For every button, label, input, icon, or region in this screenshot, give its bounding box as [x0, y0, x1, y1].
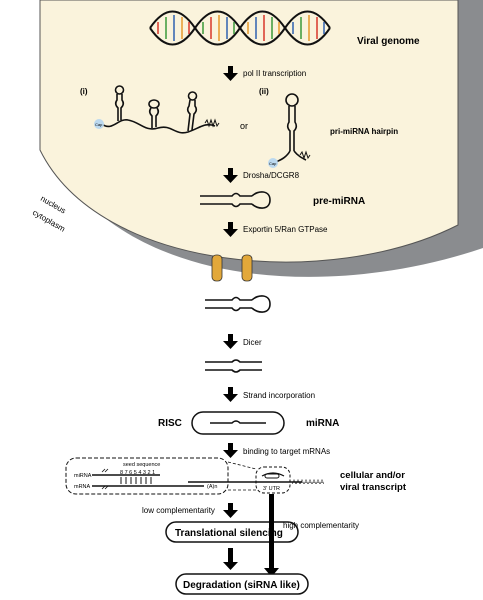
nuclear-pore-right — [241, 254, 253, 282]
risc-label: RISC — [158, 418, 182, 429]
pre-mirna-label: pre-miRNA — [313, 196, 365, 207]
arrow-down-icon — [223, 222, 238, 237]
arrow-down-icon — [223, 503, 238, 518]
pol2-transcription-label: pol II transcription — [243, 69, 306, 78]
seed-sequence-inset — [65, 457, 229, 495]
transcript-label-line1: cellular and/or — [340, 470, 405, 481]
pri-mirna-single-hairpin — [275, 93, 311, 163]
arrow-down-icon — [264, 568, 279, 577]
arrow-down-icon — [223, 168, 238, 183]
arrow-down-icon — [223, 334, 238, 349]
seed-numbers: 8 7 6 5 4 3 2 1 — [120, 470, 155, 476]
polya-tail-label: AAAAAAAA — [292, 480, 324, 486]
arrow-down-icon — [223, 387, 238, 402]
cytoplasmic-pre-mirna — [205, 295, 271, 313]
risc-complex — [191, 411, 285, 435]
translational-silencing-label: Translational silencing — [175, 528, 283, 539]
exportin-label: Exportin 5/Ran GTPase — [243, 225, 328, 234]
svg-text:Cap: Cap — [95, 122, 103, 127]
translational-silencing-box — [165, 521, 299, 543]
inset-mirna-label: miRNA — [74, 473, 92, 479]
mirna-duplex — [205, 359, 262, 373]
high-complementarity-label: high complementarity — [283, 521, 359, 530]
high-complementarity-arrow — [269, 494, 274, 570]
or-label: or — [240, 121, 248, 131]
dicer-label: Dicer — [243, 338, 262, 347]
pre-mirna-hairpin — [200, 191, 271, 209]
option-i-label: (i) — [80, 87, 88, 96]
inset-duplex — [92, 468, 204, 490]
low-complementarity-label: low complementarity — [142, 506, 215, 515]
option-ii-label: (ii) — [259, 87, 269, 96]
nuclear-pore-left — [211, 254, 223, 282]
dna-helix-icon — [149, 10, 331, 46]
utr-target-box — [255, 466, 291, 494]
transcript-label-line2: viral transcript — [340, 482, 407, 493]
utr-label: 3' UTR — [263, 486, 280, 492]
pri-mirna-label: pri-miRNA hairpin — [330, 127, 398, 136]
inset-mrna-label: mRNA — [74, 484, 91, 490]
cap-icon: Cap — [268, 158, 278, 168]
viral-genome-label: Viral genome — [357, 36, 420, 47]
drosha-label: Drosha/DCGR8 — [243, 171, 300, 180]
strand-incorporation-label: Strand incorporation — [243, 391, 315, 400]
arrow-down-icon — [223, 66, 238, 81]
risc-bound-mirna — [210, 420, 266, 424]
degradation-label: Degradation (siRNA like) — [183, 580, 300, 591]
svg-text:Cap: Cap — [269, 161, 277, 166]
arrow-down-icon — [223, 443, 238, 458]
inset-polya-label: (A)n — [207, 484, 217, 490]
nucleus-body — [39, 0, 459, 263]
degradation-box — [175, 573, 309, 595]
pri-mirna-multi-hairpin — [101, 85, 220, 134]
utr-bound-mirna — [261, 472, 285, 477]
cap-icon: Cap — [94, 119, 104, 129]
arrow-down-icon — [223, 548, 238, 570]
seed-sequence-label: seed sequence — [123, 462, 160, 468]
mirna-label: miRNA — [306, 418, 339, 429]
binding-label: binding to target mRNAs — [243, 447, 330, 456]
